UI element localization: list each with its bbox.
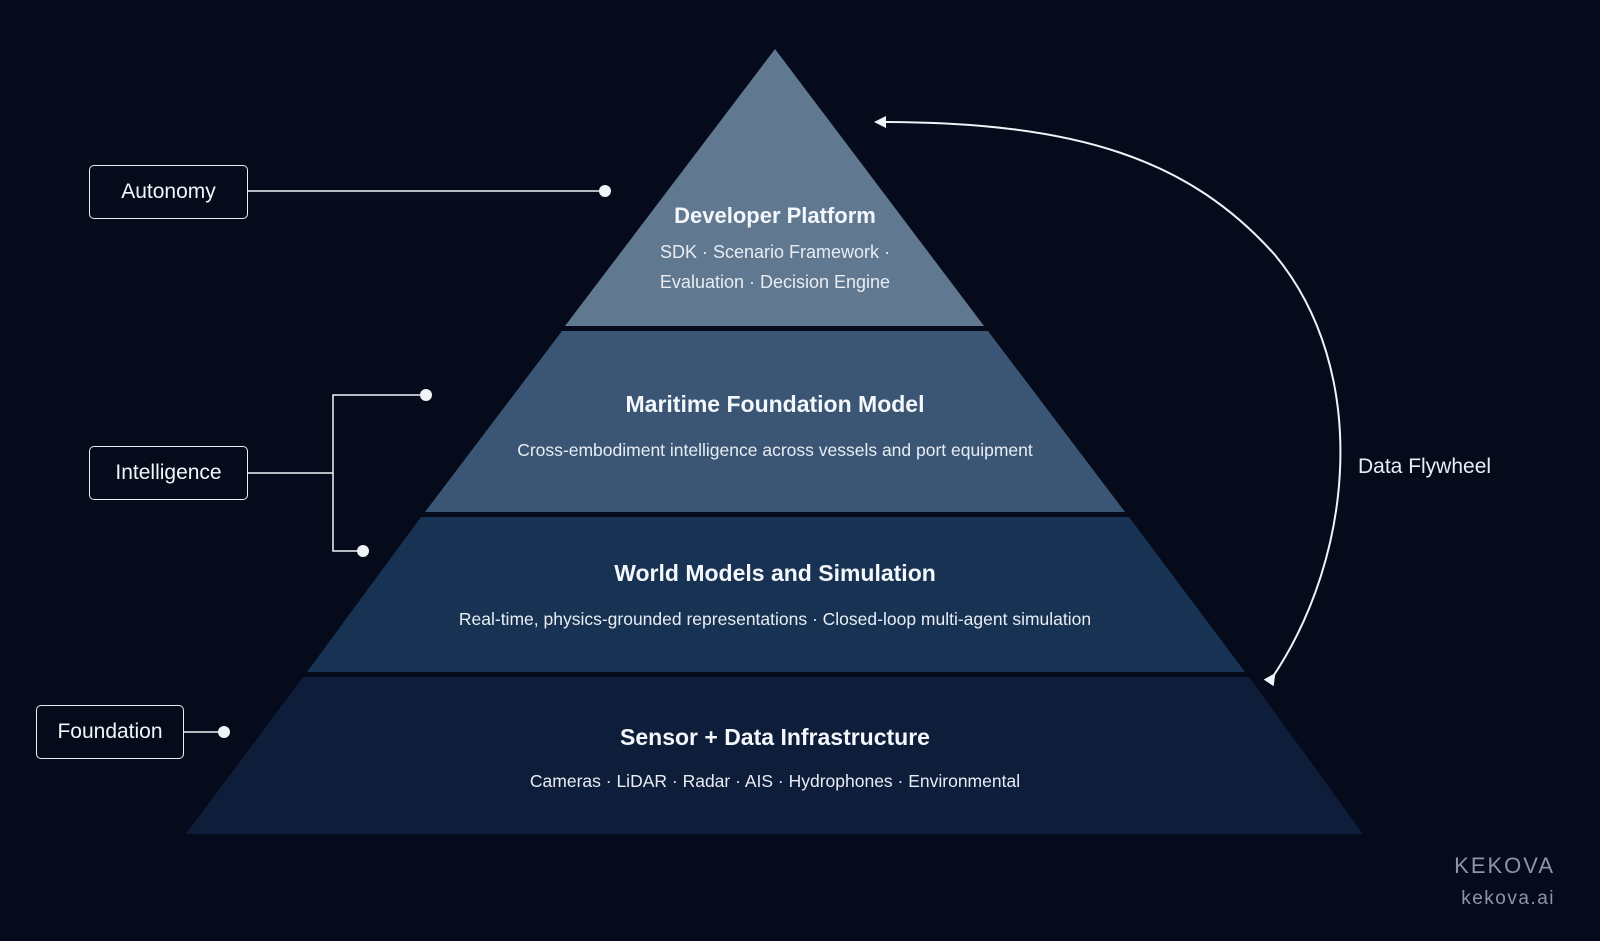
tier-desc-developer-platform-line2: Evaluation · Decision Engine xyxy=(660,272,890,292)
tier-sensor-data xyxy=(186,677,1363,834)
tier-desc-sensor-data: Cameras · LiDAR · Radar · AIS · Hydropho… xyxy=(530,771,1020,791)
foundation-label: Foundation xyxy=(36,705,184,759)
data-flywheel-label: Data Flywheel xyxy=(1358,455,1492,478)
tier-desc-world-models: Real-time, physics-grounded representati… xyxy=(459,609,1091,629)
autonomy-label: Autonomy xyxy=(89,165,248,219)
autonomy-connector-dot xyxy=(599,185,611,197)
intelligence-dot-top xyxy=(420,389,432,401)
tier-desc-maritime-foundation-model: Cross-embodiment intelligence across ves… xyxy=(517,440,1033,460)
data-flywheel-arrow xyxy=(874,116,1342,687)
brand-url: kekova.ai xyxy=(1461,888,1555,909)
tier-world-models xyxy=(307,517,1245,672)
intelligence-dot-bottom xyxy=(357,545,369,557)
intelligence-label: Intelligence xyxy=(89,446,248,500)
tier-desc-developer-platform-line1: SDK · Scenario Framework · xyxy=(660,242,890,262)
foundation-connector-dot xyxy=(218,726,230,738)
tier-title-sensor-data: Sensor + Data Infrastructure xyxy=(620,724,930,750)
tier-title-world-models: World Models and Simulation xyxy=(614,560,936,586)
intelligence-bracket xyxy=(332,394,426,552)
tier-title-developer-platform: Developer Platform xyxy=(674,203,876,228)
tier-title-maritime-foundation-model: Maritime Foundation Model xyxy=(626,391,925,417)
brand-name: KEKOVA xyxy=(1454,853,1555,878)
tier-maritime-foundation-model xyxy=(425,331,1125,512)
